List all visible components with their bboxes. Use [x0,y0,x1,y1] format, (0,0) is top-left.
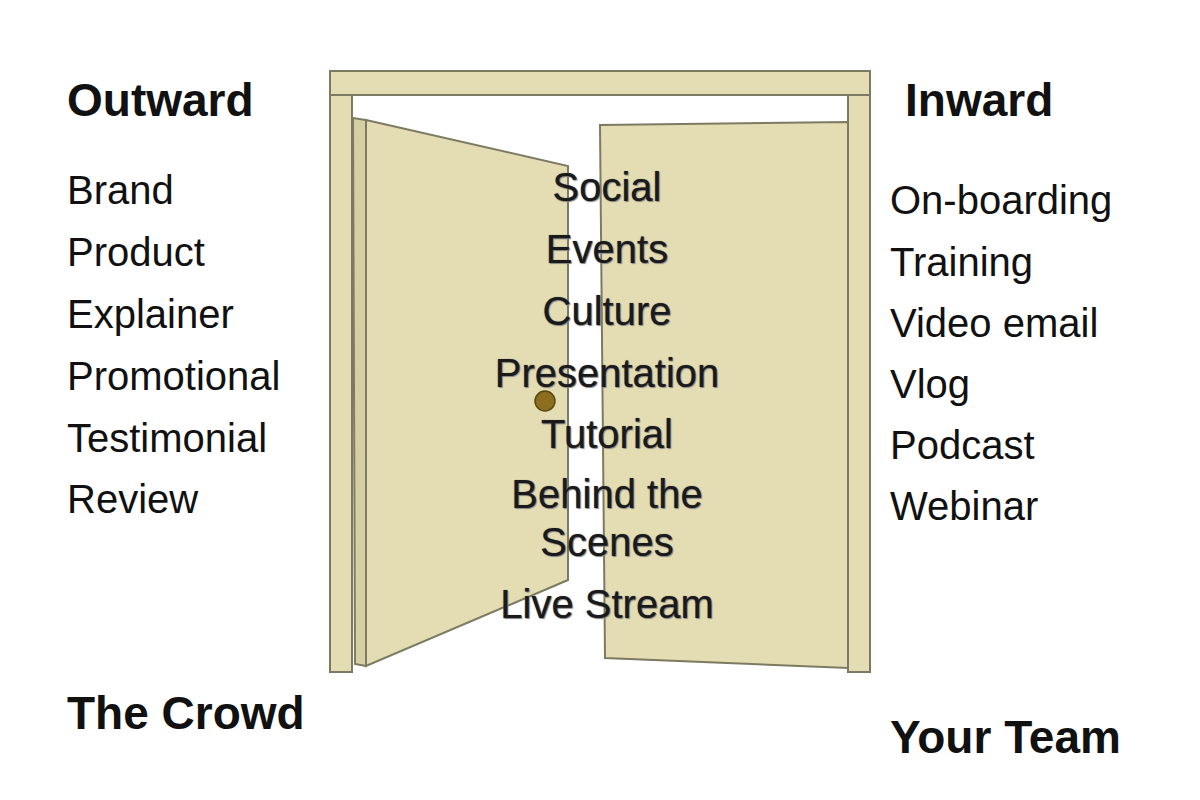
list-item: Training [890,238,1033,286]
list-item: Podcast [890,421,1035,469]
list-item: Testimonial [67,414,267,462]
list-item: Video email [890,299,1098,347]
door-box: SocialEventsCulturePresentationTutorialB… [462,160,752,640]
list-item: Explainer [67,290,234,338]
door-frame-right [848,95,870,672]
door-frame-left [330,95,352,672]
door-edge [353,118,366,666]
door-item: Presentation [462,349,752,397]
list-item: On-boarding [890,176,1112,224]
door-item: Tutorial [462,410,752,458]
door-item: Culture [462,287,752,335]
list-item: Vlog [890,360,970,408]
list-item: Promotional [67,352,280,400]
door-frame-top [330,71,870,95]
list-item: Brand [67,166,174,214]
column-heading: Outward [67,76,254,124]
door-item: Social [462,163,752,211]
column-heading: Inward [905,76,1053,124]
door-item: Live Stream [462,580,752,628]
column-heading: The Crowd [67,689,305,737]
list-item: Review [67,475,198,523]
door-item: Events [462,225,752,273]
column-heading: Your Team [890,713,1121,761]
list-item: Webinar [890,482,1038,530]
list-item: Product [67,228,205,276]
door-item: Behind the Scenes [462,470,752,566]
